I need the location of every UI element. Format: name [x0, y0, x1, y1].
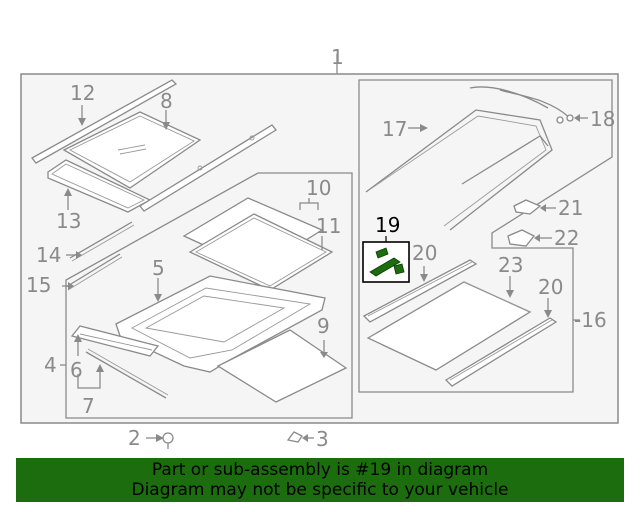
- strip-part-7: [77, 348, 169, 399]
- callout-12: 12: [70, 81, 95, 105]
- rod-part-14: [66, 221, 135, 262]
- callout-1: 1: [331, 45, 344, 69]
- callout-22: 22: [554, 226, 579, 250]
- deflector-part-6: [70, 325, 160, 357]
- callout-18: 18: [590, 107, 615, 131]
- rail-part-20-left: [362, 259, 478, 323]
- callout-6: 6: [70, 358, 83, 382]
- callout-16: -16: [574, 308, 607, 332]
- glass-panel-part-8: [62, 110, 202, 189]
- callout-19: 19: [375, 213, 400, 237]
- guide-rail: [139, 124, 277, 212]
- callout-9: 9: [317, 314, 330, 338]
- sunshade-part-23: [366, 276, 532, 371]
- rail-part-20-right: [444, 298, 558, 387]
- clip-part-3: [286, 431, 314, 443]
- callout-20-left: 20: [412, 241, 437, 265]
- callout-8: 8: [160, 89, 173, 113]
- callout-3: 3: [316, 427, 329, 451]
- callout-21: 21: [558, 196, 583, 220]
- callout-4: 4: [44, 353, 57, 377]
- callout-17: 17: [382, 117, 407, 141]
- seal-part-13: [47, 159, 152, 213]
- hose-part-18: [499, 89, 588, 124]
- clip-part-22: [507, 229, 552, 247]
- callout-5: 5: [152, 256, 165, 280]
- drain-tube-part-17: [365, 86, 553, 231]
- rod-part-15: [62, 253, 123, 291]
- callout-2: 2: [128, 426, 141, 450]
- bolt-part-2: [146, 432, 174, 449]
- callout-11: 11: [316, 214, 341, 238]
- clip-part-21: [513, 199, 556, 215]
- callout-10: 10: [306, 176, 331, 200]
- callout-7: 7: [82, 394, 95, 418]
- footer-banner: Part or sub-assembly is #19 in diagram D…: [16, 458, 624, 502]
- callout-13: 13: [56, 209, 81, 233]
- footer-line-part-number: Part or sub-assembly is #19 in diagram: [151, 460, 489, 480]
- seal-part-11: [188, 213, 334, 291]
- callout-23: 23: [498, 253, 523, 277]
- callout-14: 14: [36, 243, 61, 267]
- bracket-part-19-highlight: [362, 236, 410, 283]
- footer-line-disclaimer: Diagram may not be specific to your vehi…: [131, 480, 509, 500]
- sunshade-part-9: [216, 329, 348, 403]
- weatherstrip-part-12: [31, 79, 178, 164]
- callout-15: 15: [26, 273, 51, 297]
- callout-20-right: 20: [538, 275, 563, 299]
